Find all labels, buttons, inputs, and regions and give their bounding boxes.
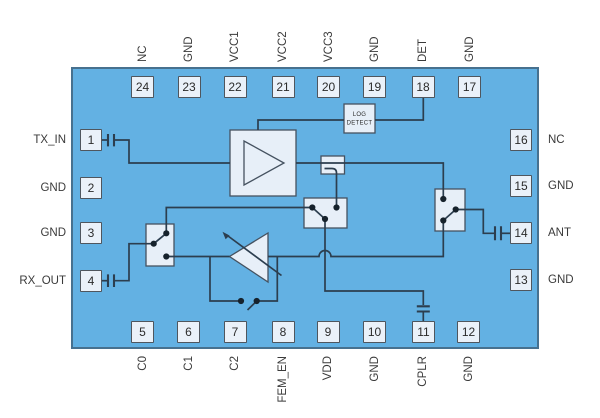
pin-label-12: GND [462,356,475,382]
rx-path-switch-box [145,223,175,267]
pin-label-3: GND [40,226,66,239]
pin-label-23: GND [183,36,195,62]
rxout-capacitor-icon [106,274,116,287]
variable-gain-arrow-icon [222,231,283,277]
pin-label-1: TX_IN [33,134,66,146]
pin-box-18: 18 [411,76,435,98]
pin-box-12: 12 [457,321,480,343]
switch-contacts [150,195,459,305]
pin-label-14: ANT [548,227,571,239]
pin-box-22: 22 [223,76,247,98]
pin-box-20: 20 [317,76,340,98]
pin-box-2: 2 [80,176,102,199]
cplr-capacitor-icon [416,305,430,313]
pin-label-11: CPLR [417,356,429,387]
pin-label-13: GND [548,274,574,286]
pin-label-24: NC [136,45,149,62]
pin-label-6: C1 [182,356,195,371]
pin-label-17: GND [463,36,476,62]
pin-box-5: 5 [131,321,154,343]
ant-capacitor-icon [493,226,503,241]
pin-box-1: 1 [80,129,102,151]
pin-label-2: GND [40,181,66,194]
pin-box-17: 17 [458,76,481,98]
power-amplifier-icon [243,139,286,187]
wire-coupler-tap [324,167,338,208]
log-detector-label-line2: DETECT [347,121,373,127]
txin-capacitor-icon [106,134,116,147]
pin-label-20: VCC3 [322,31,335,62]
pin-box-9: 9 [316,321,340,343]
pin-box-16: 16 [510,129,532,151]
directional-coupler-box [320,155,346,175]
wire-cplr [324,219,425,305]
pin-box-13: 13 [510,269,532,291]
pin-label-15: GND [548,180,574,192]
wire-bypass-left [209,256,241,302]
pin-label-5: C0 [136,356,149,371]
pin-label-16: NC [548,134,565,146]
pin-label-18: DET [417,39,429,62]
pin-box-6: 6 [177,321,200,343]
pin-box-23: 23 [177,76,201,98]
pin-label-22: VCC1 [229,31,241,62]
pin-label-19: GND [368,36,381,62]
wire-txin-pa [115,139,230,164]
log-detector-label-line1: LOG [353,112,367,118]
wire-rxout-switch [115,242,154,282]
log-detector-box [343,103,376,134]
rx-amplifier-icon [228,231,269,284]
pin-box-11: 11 [412,321,435,343]
pin-box-24: 24 [131,76,154,98]
wire-tx-main [296,162,445,199]
wire-lna-antsw [268,220,445,258]
pin-box-7: 7 [223,321,247,343]
pin-box-8: 8 [271,321,295,343]
pin-box-14: 14 [510,222,532,244]
pin-box-15: 15 [510,175,532,197]
pin-box-21: 21 [271,76,295,98]
pin-label-7: C2 [229,356,241,371]
pin-label-10: GND [368,356,381,382]
pin-box-4: 4 [80,269,102,292]
pin-box-10: 10 [363,321,386,343]
pin-label-9: VDD [322,356,334,381]
pin-label-4: RX_OUT [19,274,66,287]
wire-logdetect-det [375,98,425,121]
wire-bypass-right [256,256,279,302]
wire-pa-logdetect [257,119,344,130]
wires [102,98,510,321]
pin-label-8: FEM_EN [277,356,289,403]
wire-ant [455,208,495,235]
pin-box-19: 19 [363,76,386,98]
pin-box-3: 3 [80,221,102,244]
wire-switch-link [165,206,313,234]
pin-label-21: VCC2 [277,31,289,62]
